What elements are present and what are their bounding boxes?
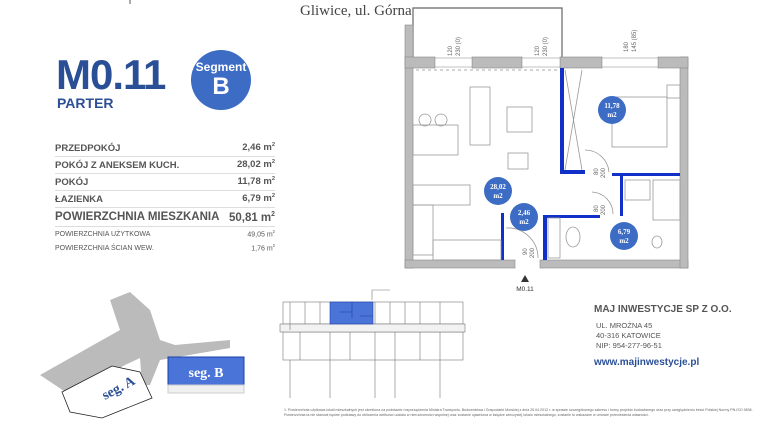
entrance-label: M0.11	[516, 286, 534, 293]
segment-a-outline	[61, 365, 153, 419]
room-name: ŁAZIENKA	[55, 193, 104, 205]
door-dim: 80	[594, 205, 600, 212]
extra-area-row: POWIERZCHNIA ŚCIAN WEW. 1,76 m2	[55, 241, 275, 255]
room-area: 6,79 m2	[242, 193, 275, 205]
company-website-link[interactable]: www.majinwestycje.pl	[594, 357, 700, 368]
segment-badge: Segment B	[191, 50, 251, 110]
site-plan: seg. A seg. B	[40, 292, 245, 419]
window-dim: 230 (0)	[543, 37, 549, 56]
window-dim: 145 (85)	[632, 30, 638, 52]
room-name: PRZEDPOKÓJ	[55, 142, 121, 154]
segment-label: Segment	[195, 60, 247, 74]
outer-walls	[404, 24, 689, 269]
location-title: Gliwice, ul. Górna	[300, 3, 412, 19]
room-area-marker	[484, 177, 512, 205]
extra-area: 1,76 m2	[251, 243, 275, 253]
room-area-unit: m2	[619, 237, 629, 245]
building-key-plan	[279, 289, 466, 398]
interior-walls	[501, 68, 680, 260]
window-dim: 120	[448, 45, 454, 56]
area-row: PRZEDPOKÓJ 2,46 m2	[55, 140, 275, 157]
window-dim: 120	[535, 45, 541, 56]
room-area-unit: m2	[607, 111, 617, 119]
company-address-line: UL. MROŻNA 45	[596, 321, 653, 330]
unit-code: M0.11	[56, 51, 166, 98]
extra-name: POWIERZCHNIA ŚCIAN WEW.	[55, 244, 154, 252]
window-dim: 230 (0)	[456, 37, 462, 56]
company-address-line: 40-316 KATOWICE	[596, 331, 661, 340]
total-area: 50,81 m2	[228, 210, 275, 224]
furniture	[412, 69, 681, 261]
room-area: 2,46 m2	[242, 142, 275, 154]
company-name: MAJ INWESTYCJE SP Z O.O.	[594, 304, 732, 315]
entrance-arrow-icon	[521, 275, 529, 282]
room-area-value: 11,78	[604, 102, 620, 110]
area-table: PRZEDPOKÓJ 2,46 m2 POKÓJ Z ANEKSEM KUCH. 2…	[55, 140, 275, 255]
room-area-value: 2,46	[518, 209, 531, 217]
room-area-value: 28,02	[490, 183, 506, 191]
door-dim: 90	[523, 248, 529, 255]
extra-name: POWIERZCHNIA UŻYTKOWA	[55, 230, 151, 238]
door-dim: 200	[601, 204, 607, 215]
windows	[434, 57, 659, 68]
room-area: 28,02 m2	[236, 159, 275, 171]
segment-b-label: seg. B	[189, 366, 224, 381]
door-dim: 200	[530, 247, 536, 258]
segment-letter: B	[212, 73, 230, 100]
window-dim: 180	[624, 41, 630, 52]
room-area-value: 6,79	[618, 228, 631, 236]
room-name: POKÓJ Z ANEKSEM KUCH.	[55, 159, 180, 171]
area-row: ŁAZIENKA 6,79 m2	[55, 191, 275, 208]
extra-area: 49,05 m2	[247, 229, 275, 239]
room-name: POKÓJ	[55, 176, 89, 188]
total-area-row: POWIERZCHNIA MIESZKANIA 50,81 m2	[55, 208, 275, 227]
door-dim: 200	[601, 167, 607, 178]
room-area-marker	[510, 203, 538, 231]
room-area-marker	[598, 96, 626, 124]
segment-b-outline	[167, 356, 245, 386]
area-row: POKÓJ 11,78 m2	[55, 174, 275, 191]
room-area-unit: m2	[519, 218, 529, 226]
company-nip: NIP: 954-277-96-51	[596, 341, 662, 350]
room-area-marker	[610, 222, 638, 250]
floor-label: PARTER	[57, 95, 114, 111]
company-info: MAJ INWESTYCJE SP Z O.O. UL. MROŻNA 45 4…	[594, 304, 732, 368]
room-area: 11,78 m2	[237, 176, 275, 188]
extra-area-row: POWIERZCHNIA UŻYTKOWA 49,05 m2	[55, 227, 275, 241]
room-area-unit: m2	[493, 192, 503, 200]
area-row: POKÓJ Z ANEKSEM KUCH. 28,02 m2	[55, 157, 275, 174]
footnote: 1. Powierzchnia użytkowa lokali mieszkal…	[284, 408, 753, 417]
total-name: POWIERZCHNIA MIESZKANIA	[55, 211, 220, 223]
door-dim: 80	[594, 168, 600, 175]
